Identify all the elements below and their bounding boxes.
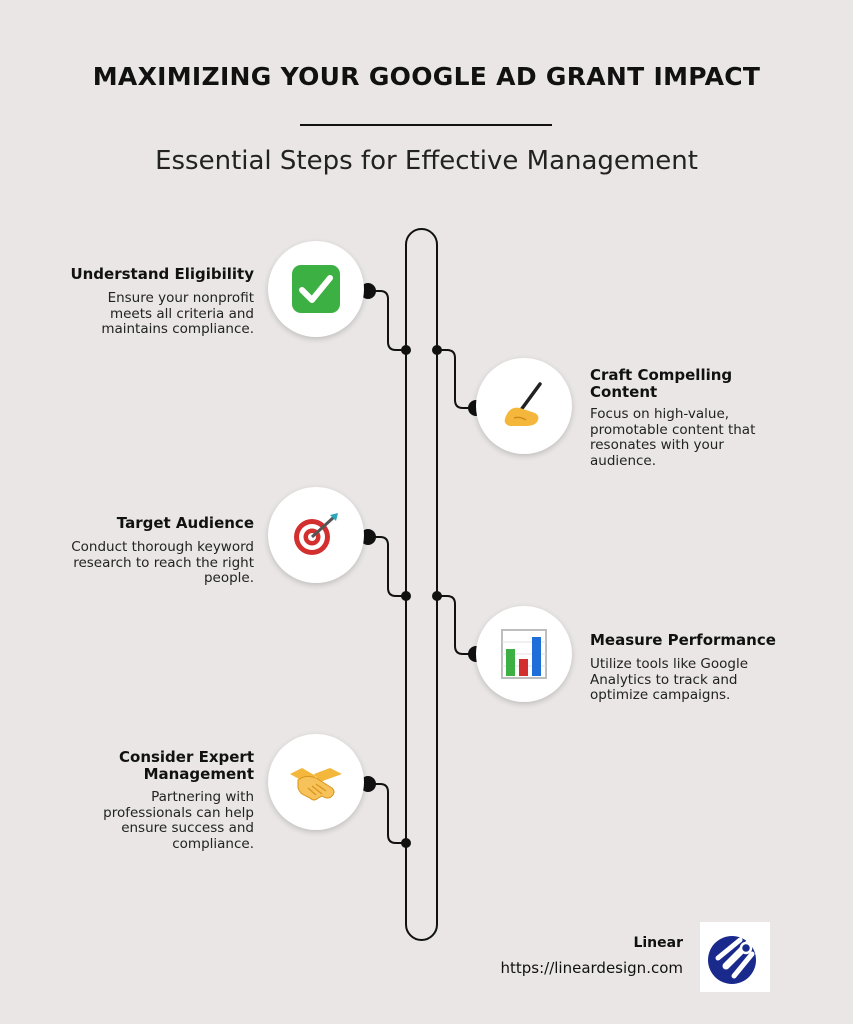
brand-name: Linear: [633, 935, 683, 951]
connector-step-3: [368, 536, 406, 597]
step-2-title: Craft Compelling Content: [590, 366, 733, 401]
step-1-title: Understand Eligibility: [70, 265, 254, 283]
junction-dot-step-3: [401, 591, 411, 601]
connector-dot-step-3: [360, 529, 376, 545]
junction-dot-step-4: [432, 591, 442, 601]
step-2-icon-circle: [476, 358, 572, 454]
timeline-pill: [405, 228, 438, 941]
junction-dot-step-1: [401, 345, 411, 355]
brand-url[interactable]: https://lineardesign.com: [500, 959, 684, 977]
connector-dot-step-1: [360, 283, 376, 299]
writing-hand-icon: [504, 382, 542, 426]
step-1-description: Ensure your nonprofit meets all criteria…: [101, 290, 254, 337]
bar-chart-icon: [501, 629, 547, 679]
junction-dot-step-5: [401, 838, 411, 848]
check-mark-icon: [292, 265, 340, 313]
connector-step-1: [368, 290, 406, 351]
connector-dot-step-5: [360, 776, 376, 792]
step-5-icon-circle: [268, 734, 364, 830]
step-1-icon-circle: [268, 241, 364, 337]
step-5-description: Partnering with professionals can help e…: [103, 789, 254, 852]
step-5-title: Consider Expert Management: [119, 748, 254, 783]
connector-step-5: [368, 783, 406, 844]
page-title: MAXIMIZING YOUR GOOGLE AD GRANT IMPACT: [92, 62, 761, 91]
step-3-icon-circle: [268, 487, 364, 583]
page-subtitle: Essential Steps for Effective Management: [155, 146, 698, 176]
rocket-logo-icon: [708, 932, 760, 984]
handshake-icon: [290, 768, 342, 801]
target-icon: [294, 513, 338, 555]
step-3-description: Conduct thorough keyword research to rea…: [71, 539, 254, 586]
connector-step-2: [437, 349, 476, 409]
step-4-title: Measure Performance: [590, 631, 776, 649]
title-divider: [300, 124, 552, 126]
junction-dot-step-2: [432, 345, 442, 355]
step-4-icon-circle: [476, 606, 572, 702]
step-3-title: Target Audience: [116, 514, 254, 532]
connector-step-4: [437, 595, 476, 655]
linear-logo: [700, 922, 770, 992]
step-2-description: Focus on high-value, promotable content …: [590, 406, 756, 469]
step-4-description: Utilize tools like Google Analytics to t…: [590, 656, 749, 703]
